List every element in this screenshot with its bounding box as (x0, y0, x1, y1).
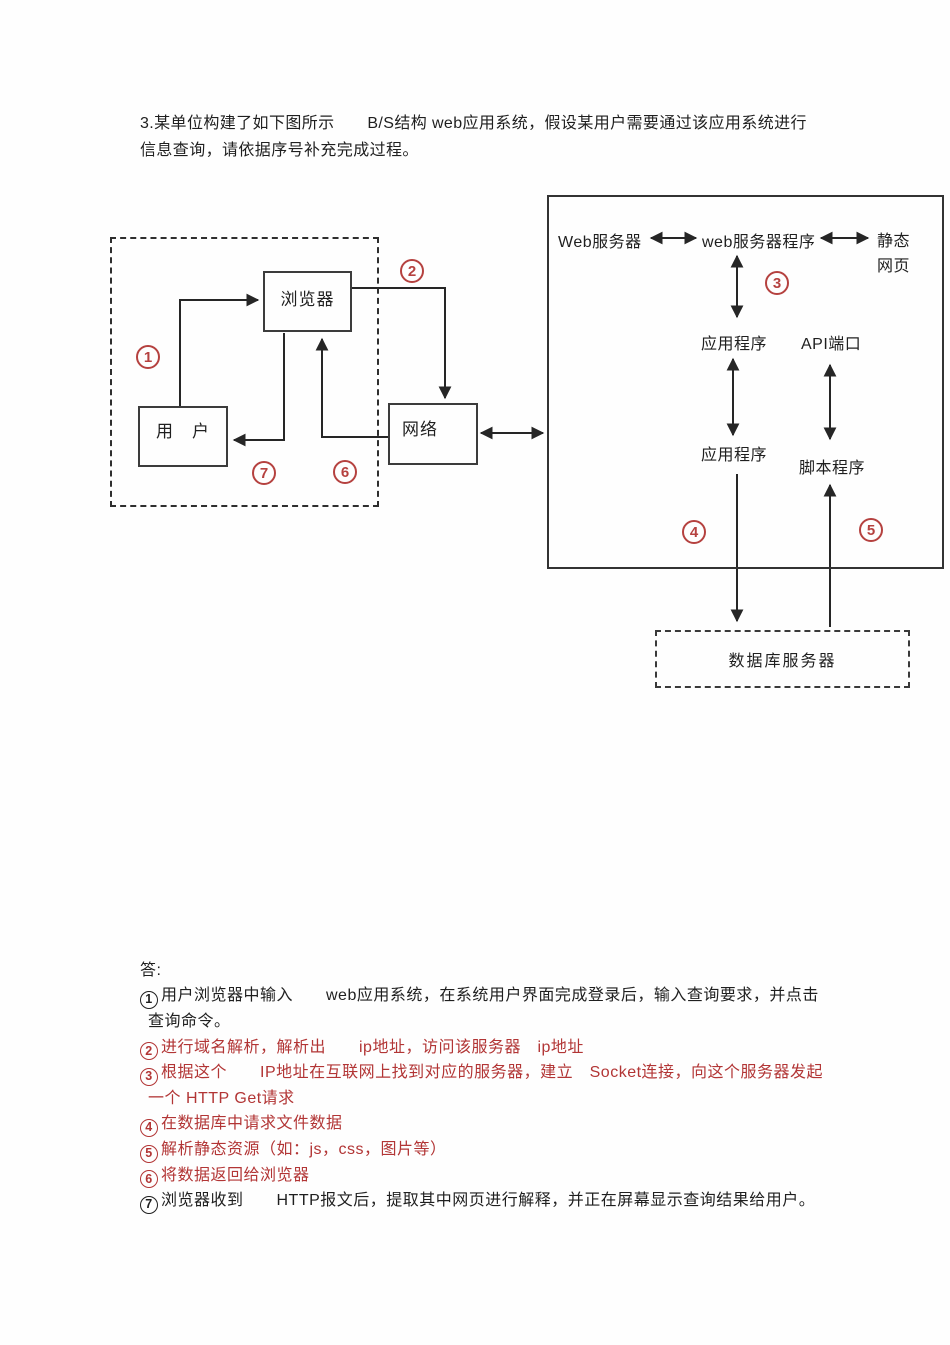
application-bottom-label: 应用程序 (701, 447, 768, 464)
network-box: 网络 (388, 403, 478, 465)
answer-step-number: 2 (140, 1042, 158, 1061)
answer-line: 一个 HTTP Get请求 (140, 1086, 840, 1111)
web-server-label: Web服务器 (558, 234, 642, 251)
answer-step-number: 5 (140, 1144, 158, 1163)
step-badge-1: 1 (136, 345, 160, 369)
step-badge-7: 7 (252, 461, 276, 485)
answer-step-number: 3 (140, 1067, 158, 1086)
database-server-label: 数据库服务器 (728, 653, 837, 670)
answer-line-text: 浏览器收到 HTTP报文后，提取其中网页进行解释，并正在屏幕显示查询结果给用户。 (161, 1192, 816, 1210)
step-badge-4: 4 (682, 520, 706, 544)
answer-line-text: 用户浏览器中输入 web应用系统，在系统用户界面完成登录后，输入查询要求，并点击 (161, 987, 819, 1005)
application-top-label: 应用程序 (701, 336, 768, 353)
server-group-box (547, 195, 944, 569)
api-port-label: API端口 (801, 336, 862, 353)
question-text: 3.某单位构建了如下图所示 B/S结构 web应用系统，假设某用户需要通过该应用… (140, 110, 840, 164)
client-group-box (110, 237, 379, 507)
script-program-label: 脚本程序 (799, 460, 866, 477)
answer-line-text: 一个 HTTP Get请求 (148, 1089, 295, 1107)
step-badge-2: 2 (400, 259, 424, 283)
database-server-box: 数据库服务器 (655, 630, 910, 688)
answer-line-text: 解析静态资源（如：js，css，图片等） (161, 1141, 447, 1159)
user-label: 用 户 (156, 422, 210, 441)
answer-line-text: 根据这个 IP地址在互联网上找到对应的服务器，建立 Socket连接，向这个服务… (161, 1064, 824, 1082)
static-page-label-line2: 网页 (877, 258, 911, 275)
step-badge-3: 3 (765, 271, 789, 295)
answer-step-number: 4 (140, 1119, 158, 1138)
answer-line-text: 查询命令。 (148, 1013, 231, 1031)
browser-box: 浏览器 (263, 271, 352, 332)
answer-line-text: 进行域名解析，解析出 ip地址，访问该服务器 ip地址 (161, 1038, 584, 1056)
question-line-2: 信息查询，请依据序号补充完成过程。 (140, 142, 419, 159)
answer-step-number: 1 (140, 991, 158, 1010)
answer-title: 答: (140, 962, 162, 979)
step-badge-6: 6 (333, 460, 357, 484)
answer-line-text: 将数据返回给浏览器 (161, 1166, 310, 1184)
web-server-program-label: web服务器程序 (702, 234, 816, 251)
user-box: 用 户 (138, 406, 228, 467)
answer-step-number: 6 (140, 1170, 158, 1189)
answer-line: 查询命令。 (140, 1009, 840, 1034)
answer-line-text: 在数据库中请求文件数据 (161, 1115, 343, 1133)
step-badge-5: 5 (859, 518, 883, 542)
network-label: 网络 (402, 420, 438, 439)
answer-step-number: 7 (140, 1196, 158, 1215)
question-line-1: 3.某单位构建了如下图所示 B/S结构 web应用系统，假设某用户需要通过该应用… (140, 115, 807, 132)
browser-label: 浏览器 (280, 290, 335, 309)
static-page-label-line1: 静态 (877, 233, 911, 250)
